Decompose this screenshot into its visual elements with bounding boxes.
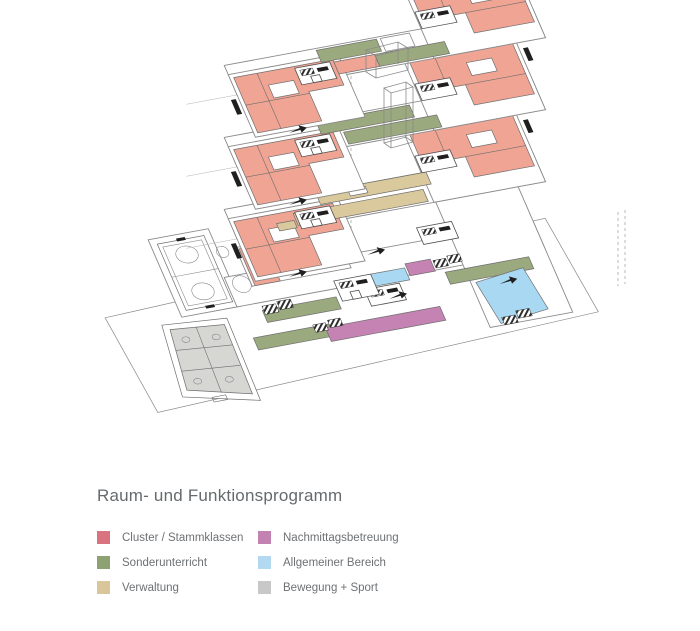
courtyard <box>466 0 497 4</box>
bewegung-sport-swatch <box>258 581 271 594</box>
legend-item-sonderunterricht: Sonderunterricht <box>97 556 258 569</box>
floor-3 <box>156 37 574 222</box>
stair-core <box>415 78 457 101</box>
legend-column-right: Nachmittagsbetreuung Allgemeiner Bereich… <box>258 531 399 594</box>
legend-item-allgemeiner-bereich: Allgemeiner Bereich <box>258 556 399 569</box>
edge-stair <box>230 171 243 187</box>
cluster-swatch <box>97 531 110 544</box>
legend-item-verwaltung: Verwaltung <box>97 581 258 594</box>
entrance-arrow-icon <box>499 276 518 284</box>
legend-column-left: Cluster / Stammklassen Sonderunterricht … <box>97 531 258 594</box>
stair-core <box>415 6 457 29</box>
skylight-circle <box>214 245 230 258</box>
legend-title: Raum- und Funktionsprogramm <box>97 486 343 505</box>
floor-2 <box>156 109 574 294</box>
edge-stair <box>522 47 534 62</box>
courtyard <box>268 80 299 98</box>
rooftop-wireframe <box>366 42 408 78</box>
nachmittagsbetreuung-zone <box>405 259 435 276</box>
legend-label: Allgemeiner Bereich <box>283 556 386 569</box>
allgemeiner-bereich-swatch <box>258 556 271 569</box>
verwaltung-zone <box>277 220 298 231</box>
entrance-arrow-icon <box>289 197 307 205</box>
edge-stair <box>230 99 243 115</box>
exterior-stair <box>277 299 294 310</box>
sonderunterricht-zone <box>445 257 534 284</box>
exterior-stair <box>447 254 463 264</box>
exterior-stair <box>516 308 533 318</box>
legend-label: Bewegung + Sport <box>283 581 378 594</box>
stair-core <box>295 134 337 157</box>
skylight-box-base <box>380 33 415 51</box>
exterior-stair <box>433 258 449 268</box>
room-partitions <box>211 0 558 133</box>
stair-core <box>295 206 337 229</box>
nachmittagsbetreuung-zone <box>325 306 445 341</box>
verwaltung-swatch <box>97 581 110 594</box>
legend-label: Cluster / Stammklassen <box>122 531 244 544</box>
nachmittagsbetreuung-swatch <box>258 531 271 544</box>
legend-item-bewegung-sport: Bewegung + Sport <box>258 581 399 594</box>
skylight-circle <box>229 274 254 294</box>
exterior-stair <box>502 315 519 325</box>
exterior-stair <box>262 304 279 315</box>
entrance-arrow-icon <box>289 125 307 133</box>
legend-label: Verwaltung <box>122 581 179 594</box>
entrance-arrow-icon <box>389 291 407 299</box>
axonometric-diagram <box>0 0 700 470</box>
legend-item-cluster: Cluster / Stammklassen <box>97 531 258 544</box>
courtyard <box>268 152 299 170</box>
legend-label: Nachmittagsbetreuung <box>283 531 399 544</box>
floor-4 <box>156 0 566 150</box>
courtyard <box>466 58 497 76</box>
entrance-arrow-icon <box>367 247 386 255</box>
entrance-arrow-icon <box>289 269 307 277</box>
shaft-wireframe <box>384 82 413 148</box>
stair-core <box>295 62 337 85</box>
edge-stair <box>522 119 534 134</box>
sonderunterricht-zone <box>375 41 450 66</box>
legend-label: Sonderunterricht <box>122 556 208 569</box>
exterior-stair <box>313 323 329 333</box>
stair-core <box>415 150 457 173</box>
sonderunterricht-zone <box>316 39 381 62</box>
sports-hall-floor <box>161 320 254 405</box>
sports-hall <box>152 314 262 414</box>
sonderunterricht-zone <box>262 297 341 323</box>
sonderunterricht-zone <box>344 115 442 144</box>
legend-grid: Cluster / Stammklassen Sonderunterricht … <box>97 531 617 594</box>
verwaltung-zone <box>315 172 431 204</box>
sonderunterricht-swatch <box>97 556 110 569</box>
room-partitions <box>211 114 558 277</box>
legend: Raum- und Funktionsprogramm Cluster / St… <box>97 486 617 594</box>
exterior-stair <box>327 318 343 328</box>
court-markings <box>165 322 254 405</box>
edge-stair <box>230 243 243 259</box>
stair-core <box>334 274 380 301</box>
courtyard <box>466 130 497 148</box>
legend-item-nachmittagsbetreuung: Nachmittagsbetreuung <box>258 531 399 544</box>
allgemeiner-bereich-zone <box>474 266 551 324</box>
sports-court <box>157 234 234 313</box>
stair-core <box>417 221 459 244</box>
